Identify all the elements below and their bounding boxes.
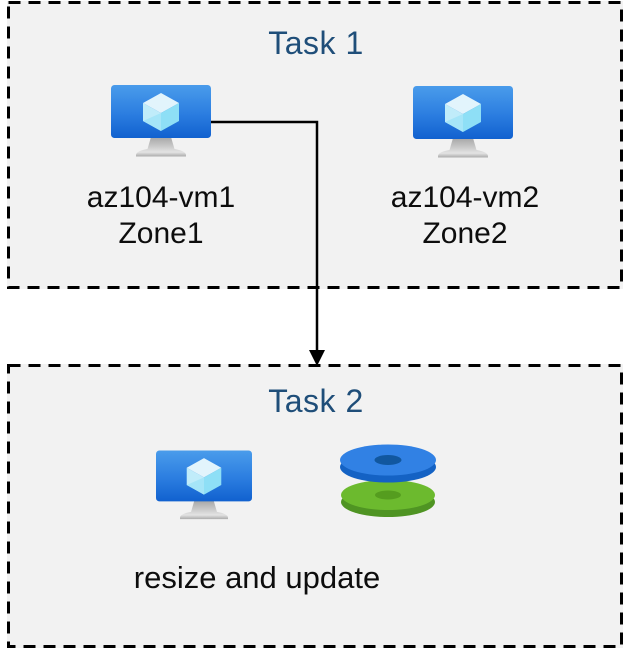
task2-title: Task 2 xyxy=(268,383,364,419)
vm2-zone: Zone2 xyxy=(422,217,508,250)
managed-disks-icon xyxy=(338,443,438,519)
vm2-label: az104-vm2 Zone2 xyxy=(363,180,567,252)
virtual-machine-icon xyxy=(111,85,211,159)
virtual-machine-icon xyxy=(413,86,513,160)
task2-caption: resize and update xyxy=(133,560,381,595)
task1-title: Task 1 xyxy=(268,25,364,61)
virtual-machine-icon xyxy=(156,449,252,523)
vm1-zone: Zone1 xyxy=(118,217,204,250)
vm2-name: az104-vm2 xyxy=(390,181,540,214)
task2-box xyxy=(7,364,623,648)
vm1-name: az104-vm1 xyxy=(86,181,236,214)
vm1-label: az104-vm1 Zone1 xyxy=(59,180,263,252)
